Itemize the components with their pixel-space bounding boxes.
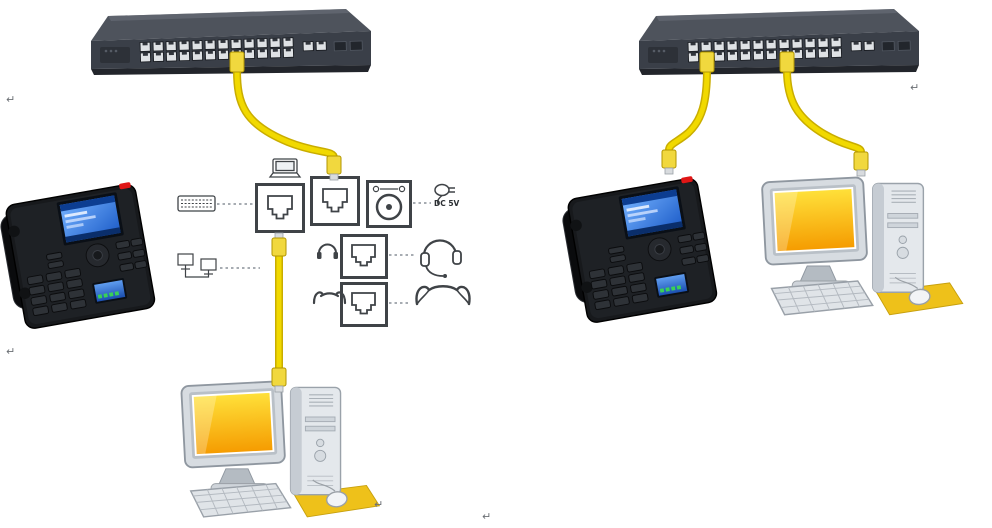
ip-phone-left — [0, 176, 158, 338]
network-switch-right — [634, 6, 924, 78]
monitor — [180, 380, 286, 469]
monitor-stand — [217, 468, 257, 486]
handset-glyph-icon — [312, 291, 347, 305]
power-port-icon — [366, 180, 412, 228]
mouse — [894, 276, 931, 306]
desktop-pc-right — [754, 176, 969, 326]
dashed-connector-lines — [217, 202, 431, 304]
power-adapter-icon — [434, 183, 455, 206]
keyboard — [770, 280, 874, 316]
lan-icon — [177, 253, 217, 278]
ip-phone-right — [562, 170, 720, 332]
phone-rear-panel: DC 5V — [170, 158, 480, 330]
keyboard-icon — [177, 195, 216, 212]
mouse — [312, 479, 348, 508]
rj45-network-port-icon — [310, 176, 360, 226]
handset-icon — [415, 285, 471, 306]
linebreak-mark: ↵ — [6, 93, 16, 106]
linebreak-mark: ↵ — [6, 345, 16, 358]
monitor — [761, 176, 868, 266]
linebreak-mark: ↵ — [482, 510, 492, 523]
monitor-stand — [798, 265, 838, 284]
power-label: DC 5V — [434, 199, 460, 208]
headset-icon — [420, 239, 462, 278]
laptop-icon — [268, 158, 302, 178]
handset-port-icon — [340, 282, 388, 327]
network-switch-left — [86, 6, 376, 78]
linebreak-mark: ↵ — [374, 498, 384, 511]
desktop-pc-left — [172, 380, 387, 528]
rj45-pc-port-icon — [255, 183, 305, 233]
headset-port-icon — [340, 234, 388, 279]
headset-glyph-icon — [317, 243, 338, 259]
linebreak-mark: ↵ — [910, 81, 920, 94]
computer-tower — [872, 182, 925, 293]
keyboard — [189, 482, 292, 518]
computer-tower — [289, 386, 342, 496]
